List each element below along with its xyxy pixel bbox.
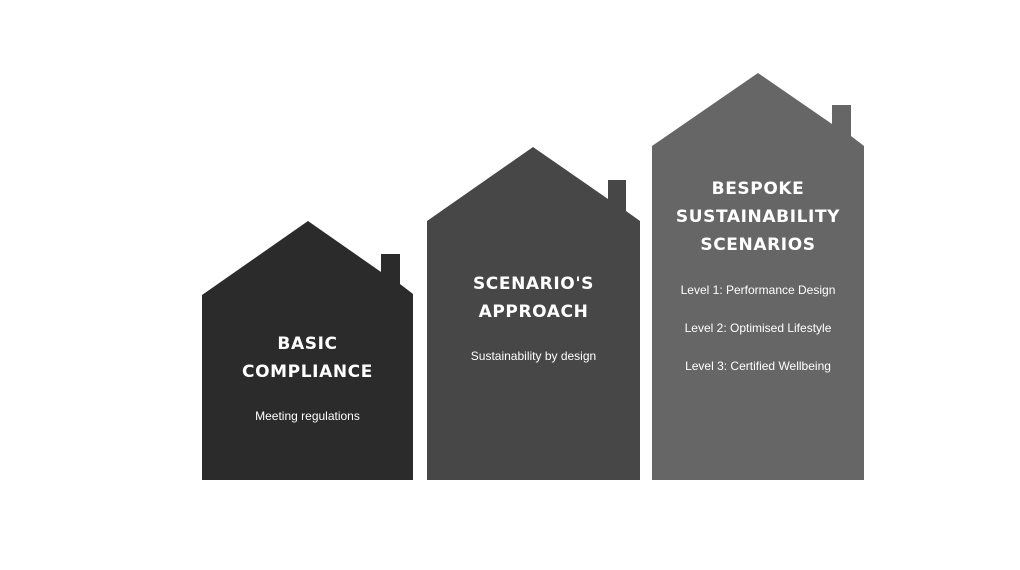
house-shape [427,147,640,480]
house-subtitle: Meeting regulations [255,409,360,423]
title-line: SCENARIO'S [472,274,595,294]
house-title-basic-compliance: BASIC COMPLIANCE [202,330,413,386]
title-line: BASIC [277,334,338,354]
house-shape [652,73,864,480]
house-title-scenarios-approach: SCENARIO'S APPROACH [427,270,640,326]
house-subtitle: Sustainability by design [470,349,597,363]
house-title-bespoke-sustainability: BESPOKE SUSTAINABILITY SCENARIOS [652,175,864,259]
title-line: SUSTAINABILITY [675,207,841,227]
house-shape [202,221,413,480]
title-line: APPROACH [478,302,589,322]
level-item: Level 1: Performance Design [680,283,836,297]
level-item: Level 2: Optimised Lifestyle [684,321,832,335]
title-line: SCENARIOS [700,235,816,255]
title-line: COMPLIANCE [242,362,373,382]
level-item: Level 3: Certified Wellbeing [685,359,831,373]
title-line: BESPOKE [711,179,805,199]
